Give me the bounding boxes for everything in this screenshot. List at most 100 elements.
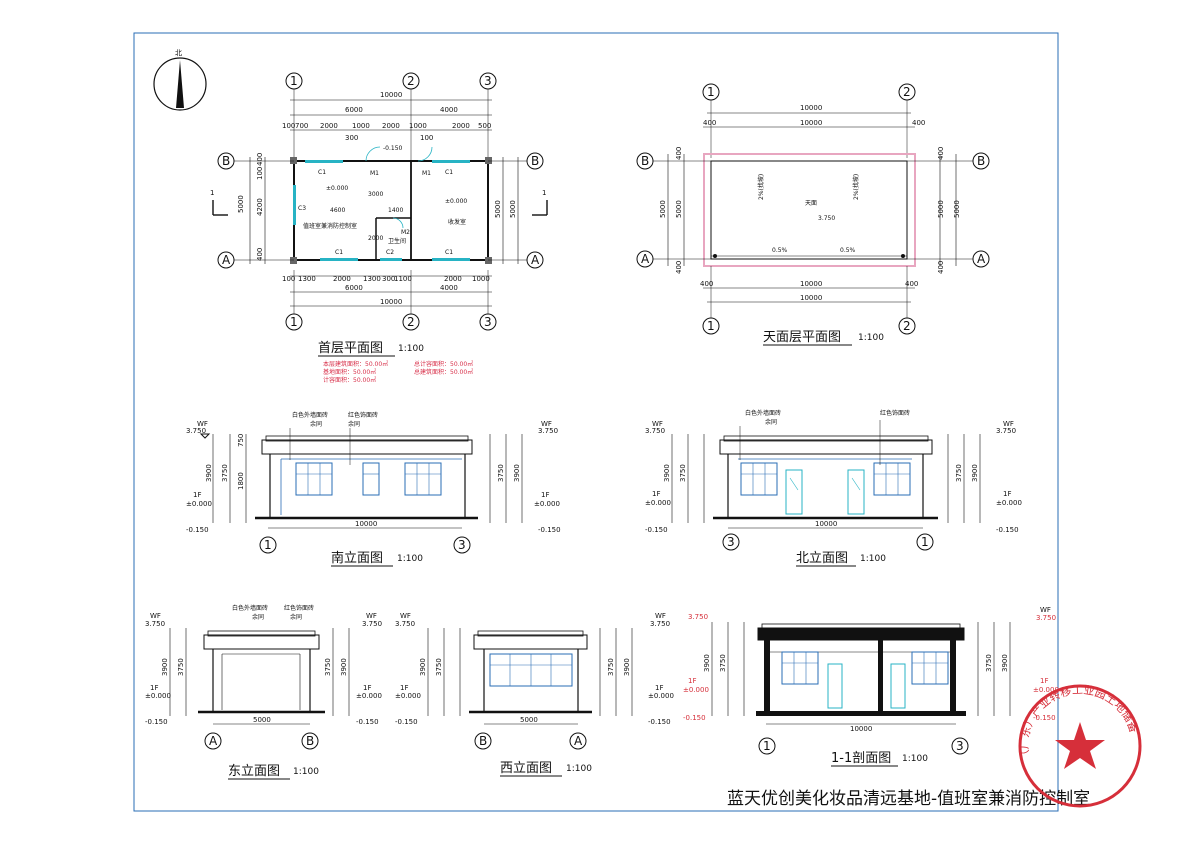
svg-text:1800: 1800: [237, 472, 245, 490]
svg-text:1:100: 1:100: [902, 754, 928, 764]
svg-text:400: 400: [937, 147, 945, 160]
svg-text:6000: 6000: [345, 284, 363, 292]
south-windows: [295, 462, 442, 496]
svg-text:750: 750: [237, 434, 245, 447]
svg-text:1: 1: [264, 538, 272, 552]
svg-text:-0.150: -0.150: [538, 526, 561, 534]
svg-text:±0.000: ±0.000: [145, 692, 171, 700]
svg-text:400: 400: [256, 248, 264, 261]
dim-top-left: 6000: [345, 106, 363, 114]
axis-bubble-1-roof-top: 1: [702, 83, 720, 101]
svg-text:2000: 2000: [382, 122, 400, 130]
svg-text:1400: 1400: [388, 207, 403, 214]
svg-text:C1: C1: [445, 249, 453, 256]
svg-text:100: 100: [420, 134, 433, 142]
svg-text:A: A: [209, 734, 218, 748]
svg-text:WF: WF: [1003, 420, 1014, 428]
axis-bubble-B-roof-left: B: [636, 152, 654, 170]
svg-text:WF: WF: [197, 420, 208, 428]
svg-text:±0.000: ±0.000: [996, 499, 1022, 507]
svg-text:本层建筑面积：50.00㎡: 本层建筑面积：50.00㎡: [323, 360, 388, 368]
axis-bubble-A-roof-right: A: [972, 250, 990, 268]
svg-text:3: 3: [484, 315, 492, 329]
svg-text:3750: 3750: [177, 658, 185, 676]
svg-text:±0.000: ±0.000: [648, 692, 674, 700]
ground-plan-title: 首层平面图: [318, 341, 383, 356]
sheet-title: 蓝天优创美化妆品清远基地-值班室兼消防控制室: [727, 789, 1090, 809]
svg-text:2000: 2000: [444, 275, 462, 283]
west-elevation-title: 西立面图: [500, 761, 552, 776]
axis-bubble-1-roof-bottom: 1: [702, 317, 720, 335]
svg-text:3900: 3900: [663, 464, 671, 482]
dim-top-right: 4000: [440, 106, 458, 114]
svg-text:-0.150: -0.150: [683, 714, 706, 722]
svg-text:3.750: 3.750: [818, 215, 835, 222]
svg-text:1F: 1F: [400, 684, 408, 692]
svg-text:1: 1: [763, 739, 771, 753]
axis-bubble-1-top: 1: [285, 72, 303, 90]
svg-text:400: 400: [675, 147, 683, 160]
svg-text:1000: 1000: [352, 122, 370, 130]
svg-text:WF: WF: [1040, 606, 1051, 614]
svg-text:3.750: 3.750: [145, 620, 165, 628]
svg-text:WF: WF: [150, 612, 161, 620]
svg-text:5000: 5000: [675, 200, 683, 218]
svg-text:WF: WF: [655, 612, 666, 620]
svg-text:±0.000: ±0.000: [683, 686, 709, 694]
south-elevation: 白色外墙面砖 余同 红色饰面砖 余同 WF 3.750 1F ±0.000 -0…: [186, 411, 561, 567]
svg-text:±0.000: ±0.000: [326, 185, 348, 192]
axis-bubble-3-top: 3: [479, 72, 497, 90]
room-duty-control: 值班室兼消防控制室: [303, 222, 357, 230]
axis-bubble-north-r: 1: [916, 533, 934, 551]
svg-text:5000: 5000: [937, 200, 945, 218]
svg-text:1:100: 1:100: [398, 344, 424, 354]
svg-text:-0.150: -0.150: [145, 718, 168, 726]
svg-text:5000: 5000: [520, 716, 538, 724]
svg-text:4600: 4600: [330, 207, 345, 214]
svg-text:1: 1: [290, 74, 298, 88]
svg-text:1100: 1100: [394, 275, 412, 283]
north-elevation-title: 北立面图: [796, 551, 848, 566]
svg-text:400: 400: [905, 280, 918, 288]
svg-text:1:100: 1:100: [858, 333, 884, 343]
svg-text:400: 400: [256, 153, 264, 166]
svg-text:5000: 5000: [659, 200, 667, 218]
svg-text:WF: WF: [366, 612, 377, 620]
svg-text:C2: C2: [386, 249, 394, 256]
svg-text:4000: 4000: [440, 284, 458, 292]
svg-text:3900: 3900: [205, 464, 213, 482]
svg-text:0.5%: 0.5%: [772, 247, 788, 254]
svg-text:400: 400: [675, 261, 683, 274]
svg-text:3900: 3900: [703, 654, 711, 672]
roof-label: 天面: [805, 200, 817, 207]
svg-text:3.750: 3.750: [645, 427, 665, 435]
svg-text:-0.150: -0.150: [645, 526, 668, 534]
svg-text:400: 400: [912, 119, 925, 127]
svg-text:1300: 1300: [363, 275, 381, 283]
axis-bubble-B-roof-right: B: [972, 152, 990, 170]
svg-text:10000: 10000: [800, 280, 822, 288]
svg-text:±0.000: ±0.000: [645, 499, 671, 507]
svg-text:3.750: 3.750: [650, 620, 670, 628]
axis-bubble-east-r: B: [301, 732, 319, 750]
svg-text:1F: 1F: [363, 684, 371, 692]
svg-text:±0.000: ±0.000: [534, 500, 560, 508]
axis-bubble-B-right: B: [526, 152, 544, 170]
svg-text:白色外墙面砖: 白色外墙面砖: [745, 409, 781, 417]
axis-bubble-2-roof-top: 2: [898, 83, 916, 101]
svg-text:10000: 10000: [800, 104, 822, 112]
svg-text:1: 1: [707, 319, 715, 333]
axis-bubble-A-roof-left: A: [636, 250, 654, 268]
svg-text:400: 400: [700, 280, 713, 288]
svg-text:余同: 余同: [765, 418, 777, 426]
svg-text:1: 1: [921, 535, 929, 549]
axis-bubble-south-l: 1: [259, 536, 277, 554]
svg-text:1F: 1F: [1040, 677, 1048, 685]
svg-text:3.750: 3.750: [186, 427, 206, 435]
official-seal-stamp: （广东）产业转移工业园土地储备: [1018, 684, 1142, 808]
svg-text:2000: 2000: [320, 122, 338, 130]
svg-text:3900: 3900: [340, 658, 348, 676]
svg-text:2: 2: [407, 74, 415, 88]
west-window: [489, 653, 573, 687]
